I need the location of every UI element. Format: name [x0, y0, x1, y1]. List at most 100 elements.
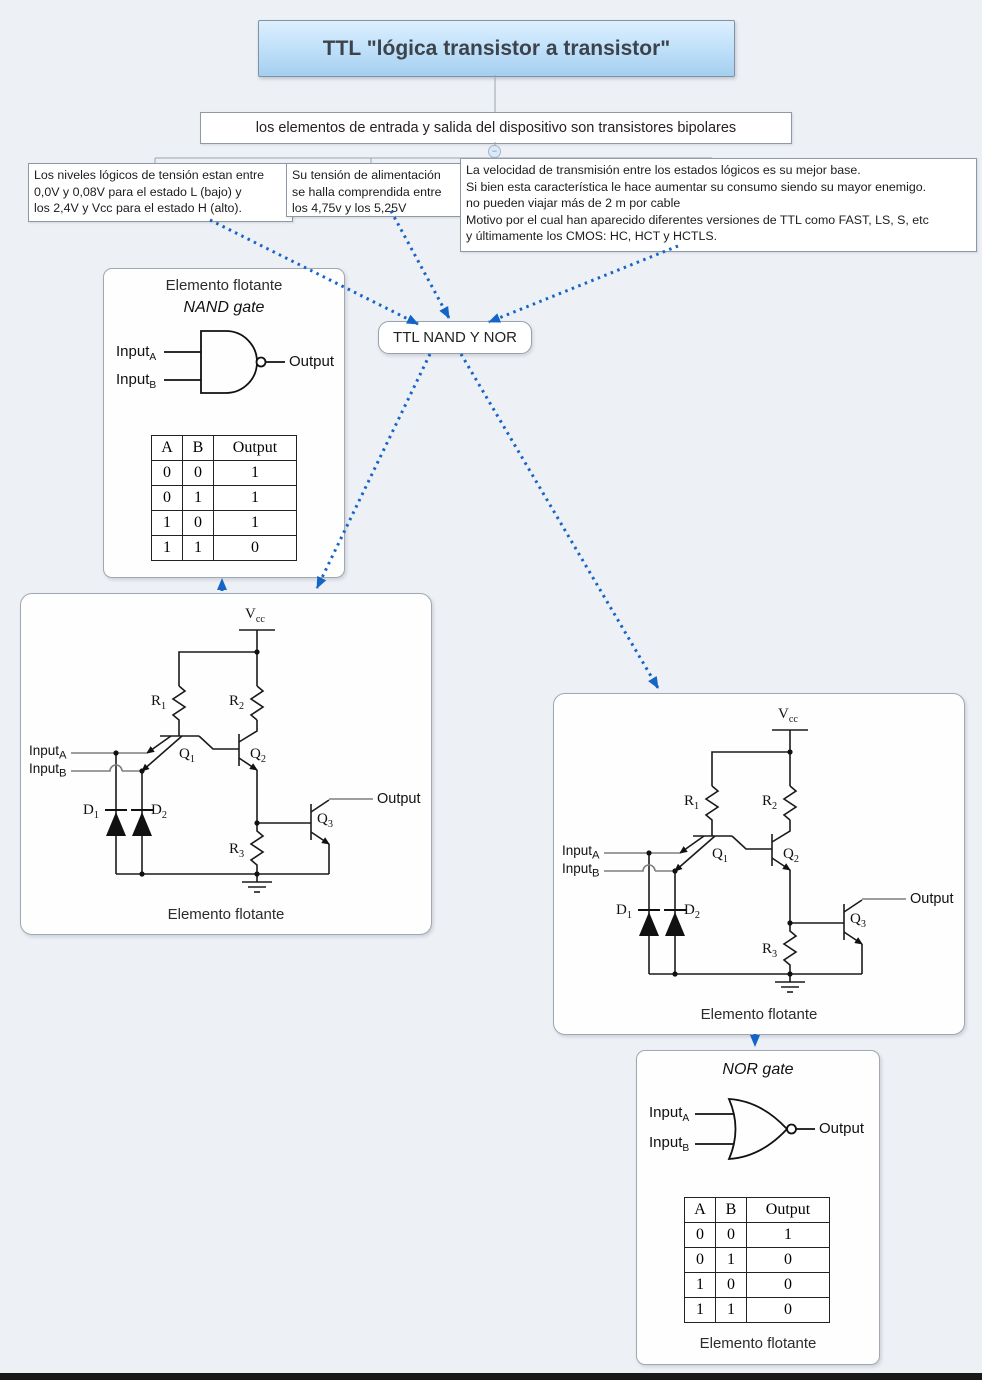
collapse-toggle-button[interactable]: −	[488, 145, 501, 158]
r3-label: R3	[229, 841, 245, 860]
input-b-lead	[604, 864, 675, 872]
d2-label: D2	[684, 902, 700, 921]
transistor-q1	[141, 735, 239, 772]
nor-output-label: Output	[819, 1120, 865, 1137]
arrow-node-to-nor-circuit	[459, 353, 660, 689]
junction-dots	[113, 649, 260, 877]
nor-gate-name: NOR gate	[722, 1061, 794, 1078]
table-header: B	[182, 435, 214, 461]
resistor-r2	[782, 785, 798, 821]
r3-label: R3	[762, 941, 778, 960]
nand-gate-panel[interactable]: Elemento flotante NAND gate InputA Input…	[103, 268, 345, 578]
q2-label: Q2	[250, 746, 266, 765]
resistor-r3	[249, 823, 265, 874]
transistor-q3	[310, 799, 330, 874]
diode-symbols	[105, 809, 153, 836]
vcc-rail	[772, 729, 808, 752]
subtitle-label: los elementos de entrada y salida del di…	[255, 120, 737, 136]
nand-output-label: Output	[289, 353, 335, 370]
transistor-q2	[238, 720, 258, 823]
note-line: los 4,75v y los 5,25V	[292, 201, 407, 215]
d2-label: D2	[151, 802, 167, 821]
note-line: y últimamente los CMOS: HC, HCT y HCTLS.	[466, 229, 718, 243]
r2-label: R2	[762, 793, 778, 812]
nor-circuit-panel[interactable]: Vcc R1 R2 R3 Q1 Q2 Q3 D1 D2 InputA Input…	[553, 693, 965, 1035]
d1-label: D1	[83, 802, 99, 821]
r2-label: R2	[229, 693, 245, 712]
root-node-title[interactable]: TTL "lógica transistor a transistor"	[258, 20, 735, 77]
nor-input-a-label: InputA	[649, 1104, 690, 1124]
resistor-r1	[704, 785, 720, 836]
transistor-q1	[674, 835, 772, 872]
resistor-r1	[171, 685, 187, 736]
d1-label: D1	[616, 902, 632, 921]
note-line: La velocidad de transmisión entre los es…	[466, 163, 861, 177]
ground-symbol	[775, 974, 805, 993]
nor-panel-caption: Elemento flotante	[699, 1335, 817, 1352]
input-b-label: InputB	[562, 861, 600, 880]
root-node-label: TTL "lógica transistor a transistor"	[322, 36, 671, 60]
table-header: Output	[213, 435, 297, 461]
q2-label: Q2	[783, 846, 799, 865]
resistor-r2	[249, 685, 265, 721]
r1-label: R1	[151, 693, 167, 712]
circuit-caption: Elemento flotante	[700, 1006, 818, 1023]
center-node-ttl-nand-nor[interactable]: TTL NAND Y NOR	[378, 321, 532, 354]
nor-input-b-label: InputB	[649, 1134, 690, 1154]
note-line: los 2,4V y Vcc para el estado H (alto).	[34, 201, 242, 215]
output-label: Output	[910, 891, 954, 907]
note-line: Los niveles lógicos de tensión estan ent…	[34, 168, 265, 182]
vcc-rail	[239, 629, 275, 652]
nand-circuit-panel[interactable]: Vcc R1 R2 R3 Q1 Q2 Q3 D1 D2 InputA Input…	[20, 593, 432, 935]
note-logic-levels[interactable]: Los niveles lógicos de tensión estan ent…	[28, 163, 293, 222]
note-supply-voltage[interactable]: Su tensión de alimentación se halla comp…	[286, 163, 468, 217]
note-speed[interactable]: La velocidad de transmisión entre los es…	[460, 158, 977, 252]
nor-gate-panel[interactable]: NOR gate InputA InputB Output A B Output…	[636, 1050, 880, 1365]
minus-icon: −	[491, 146, 498, 156]
transistor-q3	[843, 899, 863, 974]
arrow-speed-to-node	[488, 244, 679, 324]
vcc-label: Vcc	[778, 706, 798, 725]
diode-symbols	[638, 909, 686, 936]
ttl-circuit-schematic	[604, 729, 906, 993]
input-b-label: InputB	[29, 761, 67, 780]
ttl-circuit-schematic	[71, 629, 373, 893]
note-line: 0,0V y 0,08V para el estado L (bajo) y	[34, 184, 242, 199]
junction-dots	[646, 749, 793, 977]
center-node-label: TTL NAND Y NOR	[393, 329, 517, 346]
nand-gate-symbol	[164, 330, 285, 394]
input-a-label: InputA	[29, 743, 67, 762]
r1-label: R1	[684, 793, 700, 812]
q3-label: Q3	[317, 811, 333, 830]
note-line: Motivo por el cual han aparecido diferen…	[466, 212, 929, 227]
note-line: Su tensión de alimentación	[292, 168, 441, 182]
table-header: A	[151, 435, 183, 461]
resistor-r3	[782, 923, 798, 974]
note-line: no pueden viajar más de 2 m por cable	[466, 196, 681, 210]
table-header: A	[684, 1197, 716, 1223]
nand-input-a-label: InputA	[116, 343, 157, 363]
subtitle-node[interactable]: los elementos de entrada y salida del di…	[200, 112, 792, 144]
table-header: B	[715, 1197, 747, 1223]
input-a-label: InputA	[562, 843, 600, 862]
output-label: Output	[377, 791, 421, 807]
q1-label: Q1	[179, 746, 195, 765]
vcc-label: Vcc	[245, 606, 265, 625]
nand-input-b-label: InputB	[116, 371, 157, 391]
nor-gate-symbol	[695, 1098, 815, 1160]
transistor-q2	[771, 820, 791, 923]
circuit-caption: Elemento flotante	[167, 906, 285, 923]
note-line: se halla comprendida entre	[292, 184, 442, 199]
q3-label: Q3	[850, 911, 866, 930]
